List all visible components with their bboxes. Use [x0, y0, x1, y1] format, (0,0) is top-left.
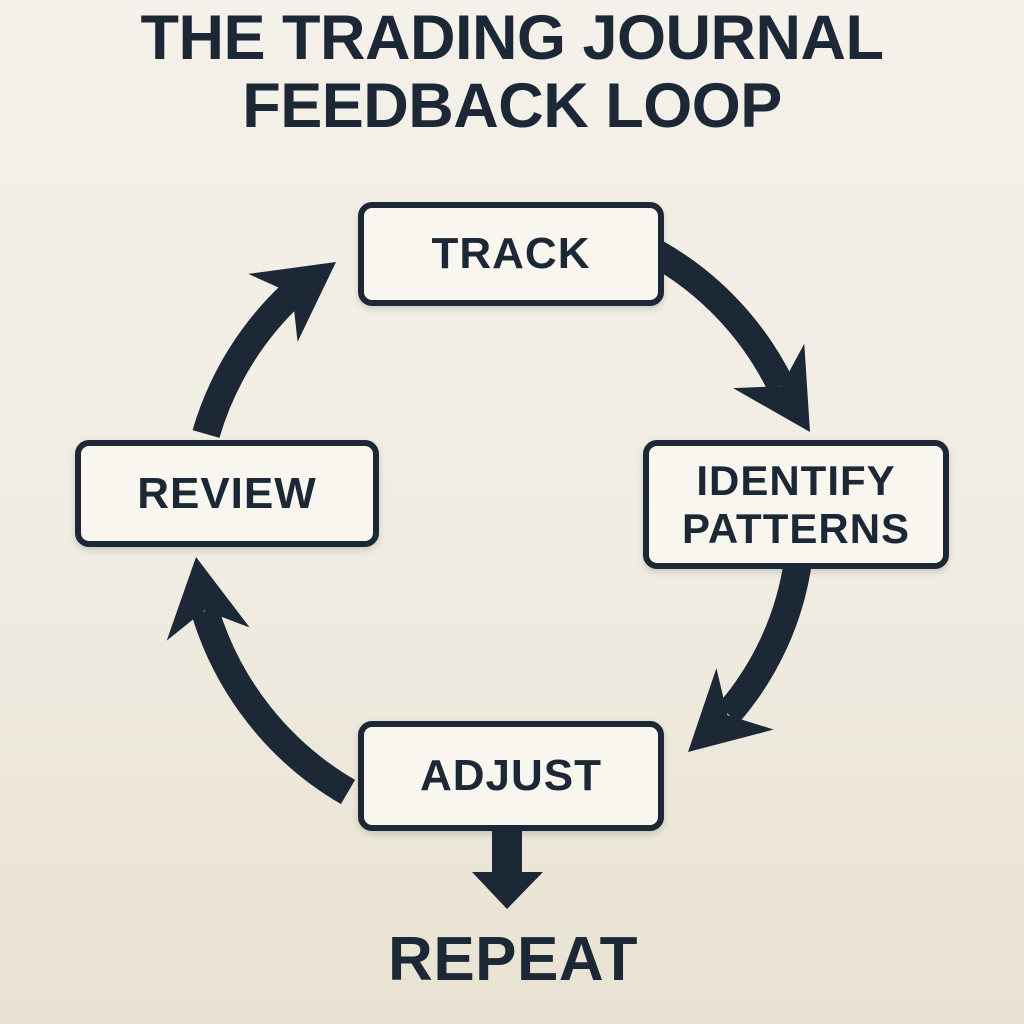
- arrow-adjust-to-review-arrowhead-icon: [166, 557, 250, 641]
- diagram-title: THE TRADING JOURNAL FEEDBACK LOOP: [0, 4, 1024, 140]
- diagram-title-line2: FEEDBACK LOOP: [242, 71, 782, 141]
- node-identify-patterns-label: IDENTIFY PATTERNS: [681, 457, 911, 552]
- node-track-label: TRACK: [431, 229, 591, 279]
- node-adjust: ADJUST: [358, 721, 664, 831]
- arrow-track-to-identify-patterns-arc: [647, 239, 794, 393]
- arrow-track-to-identify-patterns: [647, 239, 810, 432]
- arrow-adjust-to-review: [166, 557, 356, 805]
- node-review-label: REVIEW: [137, 468, 317, 518]
- arrow-identify-patterns-to-adjust-arrowhead-icon: [688, 668, 774, 752]
- arrow-adjust-to-review-arc: [191, 606, 356, 805]
- node-track: TRACK: [358, 202, 664, 306]
- node-adjust-label: ADJUST: [419, 751, 603, 801]
- arrow-adjust-to-repeat-down-arrow-icon: [472, 824, 543, 909]
- arrow-review-to-track-arrowhead-icon: [248, 262, 336, 342]
- node-review: REVIEW: [75, 440, 379, 547]
- arrow-review-to-track: [192, 262, 336, 439]
- diagram-title-line1: THE TRADING JOURNAL: [140, 3, 885, 73]
- arrow-identify-patterns-to-adjust-arc: [717, 558, 812, 724]
- node-identify-patterns: IDENTIFY PATTERNS: [643, 440, 949, 569]
- arrow-track-to-identify-patterns-arrowhead-icon: [733, 343, 810, 432]
- arrow-review-to-track-arc: [192, 282, 303, 439]
- repeat-label: REPEAT: [388, 925, 638, 994]
- arrow-identify-patterns-to-adjust: [688, 558, 812, 752]
